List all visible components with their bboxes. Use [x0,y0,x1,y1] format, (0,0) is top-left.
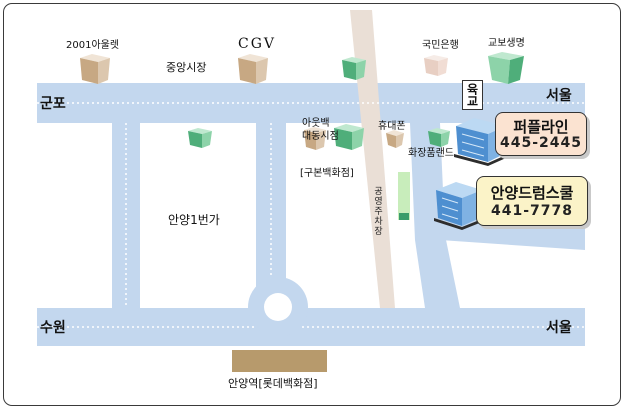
label-outback: 아웃백 [302,118,330,129]
building-cosmetics [428,128,450,147]
building-hyudaepon [386,130,404,148]
callout-drumschool: 안양드럼스쿨 441-7778 [476,176,588,226]
office-tower-drumschool [434,182,482,230]
road-left-vertical [112,83,140,308]
label-anyang-station: 안양역[롯데백화점] [228,377,318,390]
label-overpass: 육교 [462,80,483,110]
label-cosmetics-land: 화장품랜드 [408,148,454,159]
building-daedong [334,124,364,150]
callout-purpleline-name: 퍼플라인 [513,118,569,136]
callout-drumschool-phone: 441-7778 [491,203,573,219]
alley-road [350,10,395,308]
label-cgv: CGV [238,36,277,52]
building-2001-outlet [80,54,110,84]
building-kyobo [488,52,524,84]
label-public-parking: 공영주차장 [372,186,382,236]
label-daedong-market: 대동시점 [302,131,339,142]
label-seoul-bottom: 서울 [546,320,572,336]
label-suwon: 수원 [40,320,66,336]
label-phone-shop: 휴대폰 [378,121,406,132]
building-cgv [238,54,268,84]
label-2001-outlet: 2001아울렛 [66,40,120,51]
label-kookmin-bank: 국민은행 [422,40,459,51]
road-right-diagonal [410,123,460,308]
rotary-island [264,293,292,321]
building-green-mid [342,57,366,80]
building-green-left [188,128,212,148]
callout-drumschool-name: 안양드럼스쿨 [490,184,574,202]
label-gunpo: 군포 [40,96,66,112]
callout-purpleline-phone: 445-2445 [500,135,582,151]
label-anyang-1beonga: 안양1번가 [168,213,220,227]
building-outback [304,127,326,150]
road-center-vertical [256,83,286,308]
parking-strip [398,172,410,220]
parking-marker [399,213,409,220]
label-kyobo: 교보생명 [488,38,525,49]
label-gubon-dept-store: [구본백화점] [300,168,354,179]
building-kookmin-bank [424,55,448,76]
callout-purpleline: 퍼플라인 445-2445 [495,112,587,156]
anyang-station-block [232,350,327,372]
map-frame [3,3,621,406]
label-seoul-top: 서울 [546,88,572,104]
label-jungang-market: 중앙시장 [166,61,207,74]
